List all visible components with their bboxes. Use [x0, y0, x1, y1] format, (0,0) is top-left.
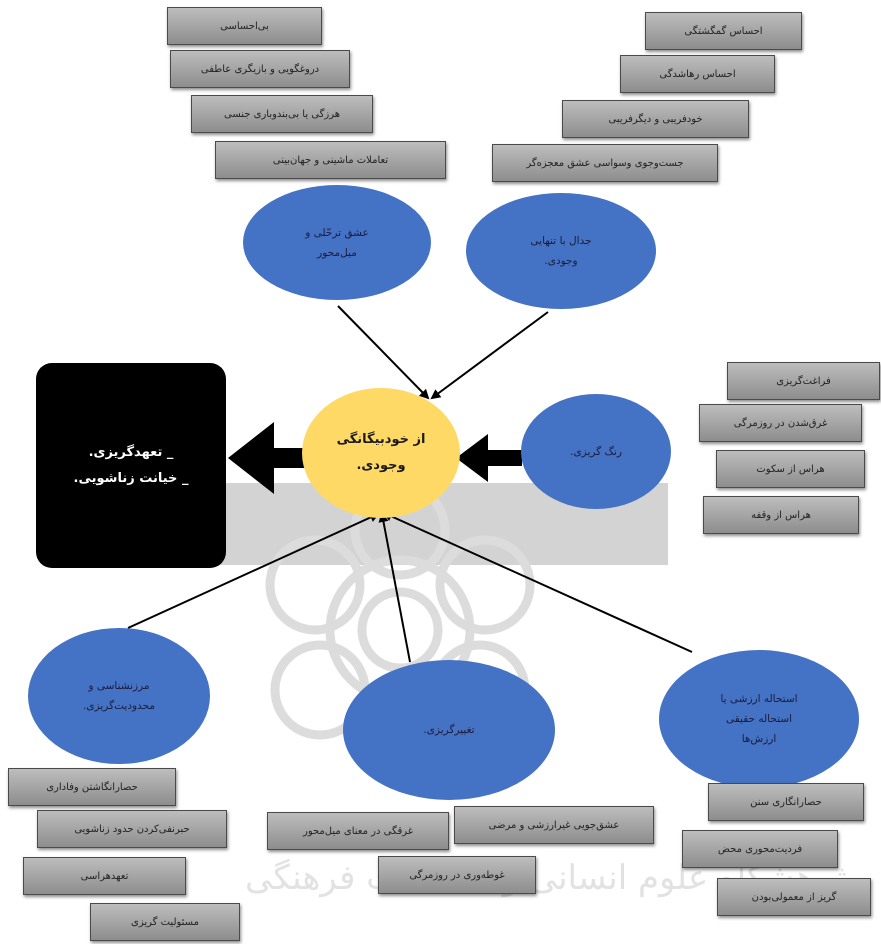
- struggle-box-2: احساس رهاشدگی: [620, 55, 775, 93]
- love-box-1: بی‌احساسی: [167, 7, 322, 45]
- boundary-box-2: حبرنفی‌کردن حدود زناشویی: [37, 810, 227, 848]
- color-box-4: هراس از وقفه: [703, 496, 859, 534]
- node-color-line-1: رنگ گریزی.: [570, 445, 622, 458]
- value-box-1: حصارانگاری سنن: [708, 783, 864, 821]
- boundary-box-4: مسئولیت گریزی: [90, 903, 240, 941]
- node-value: استحاله ارزشی یا استحاله حقیقی ارزش‌ها: [659, 650, 859, 788]
- arrow-boundary-to-center: [127, 512, 380, 629]
- node-value-line-1: استحاله ارزشی یا: [720, 693, 798, 705]
- change-box-2: عشق‌جویی غیرارزشی و مرضی: [454, 806, 654, 844]
- node-change-line-1: تغییرگریزی.: [423, 724, 475, 736]
- center-line-1: از خودبیگانگی: [336, 432, 426, 447]
- color-box-1: فراغت‌گریزی: [727, 362, 880, 400]
- node-love-line-1: عشق ترحّلی و: [305, 226, 369, 239]
- struggle-box-4: جست‌وجوی وسواسی عشق معجزه‌گر: [492, 144, 718, 182]
- node-boundary: مرزنشناسی و محدودیت‌گریزی.: [28, 628, 210, 764]
- arrow-value-to-center: [382, 511, 693, 653]
- struggle-box-3: خودفریبی و دیگرفریبی: [562, 100, 749, 138]
- node-love: عشق ترحّلی و میل‌محور: [243, 185, 431, 300]
- node-boundary-line-2: محدودیت‌گریزی.: [83, 700, 155, 712]
- node-boundary-line-1: مرزنشناسی و: [88, 680, 150, 692]
- node-color: رنگ گریزی.: [521, 394, 671, 509]
- boundary-box-3: تعهدهراسی: [23, 857, 186, 895]
- node-struggle: جدال با تنهایی وجودی.: [466, 193, 656, 309]
- outcome-box: _ تعهدگریزی. _ خیانت زناشویی.: [36, 363, 226, 568]
- arrow-change-to-center: [378, 512, 411, 663]
- node-value-line-2: استحاله حقیقی: [725, 713, 793, 725]
- change-box-3: غوطه‌وری در روزمرگی: [378, 856, 536, 894]
- value-box-2: فردیت‌محوری محض: [682, 830, 838, 868]
- center-line-2: وجودی.: [356, 458, 406, 473]
- change-box-1: غرقگی در معنای میل‌محور: [267, 812, 449, 850]
- node-change: تغییرگریزی.: [343, 660, 555, 800]
- node-value-line-3: ارزش‌ها: [741, 733, 777, 745]
- love-box-4: تعاملات ماشینی و جهان‌بینی: [215, 141, 446, 179]
- center-node: از خودبیگانگی وجودی.: [302, 388, 460, 518]
- color-box-2: غرق‌شدن در روزمرگی: [699, 404, 862, 442]
- node-struggle-line-2: وجودی.: [544, 255, 578, 267]
- arrow-love-to-center: [337, 305, 430, 400]
- love-box-2: دروغگویی و بازیگری عاطفی: [170, 50, 350, 88]
- block-arrow-center-to-outcome: [228, 422, 306, 494]
- love-box-3: هرزگی یا بی‌بندوباری جنسی: [191, 95, 373, 133]
- color-box-3: هراس از سکوت: [716, 450, 865, 488]
- node-struggle-line-1: جدال با تنهایی: [530, 235, 592, 247]
- outcome-line-1: _ تعهدگریزی.: [88, 444, 174, 460]
- block-arrow-color-to-center: [456, 434, 522, 482]
- outcome-line-2: _ خیانت زناشویی.: [73, 470, 189, 486]
- node-love-line-2: میل‌محور: [317, 246, 357, 259]
- boundary-box-1: حصارانگاشتن وفاداری: [8, 768, 176, 806]
- struggle-box-1: احساس گمگشتگی: [645, 12, 802, 50]
- arrow-struggle-to-center: [430, 311, 549, 400]
- value-box-3: گریز از معمولی‌بودن: [717, 878, 871, 916]
